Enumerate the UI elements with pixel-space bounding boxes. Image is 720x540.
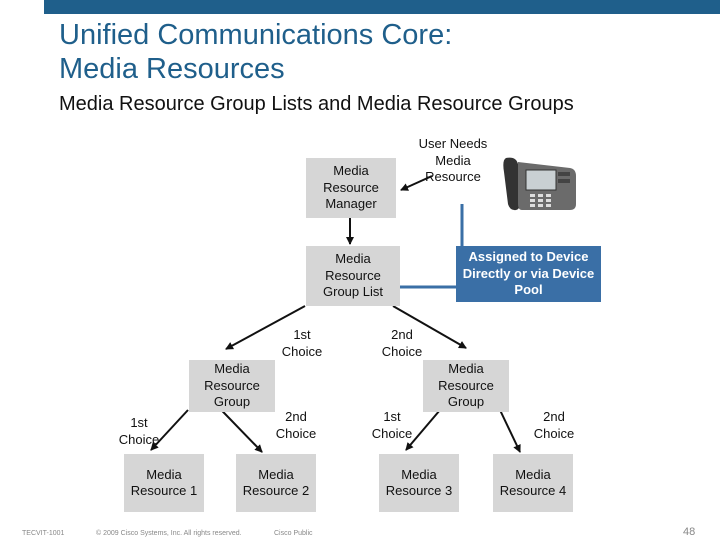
media-resource-group-list-box: Media Resource Group List bbox=[306, 246, 400, 306]
left-second-choice-label: 2nd Choice bbox=[275, 409, 317, 441]
user-needs-label: User Needs Media Resource bbox=[418, 136, 488, 184]
mr3-label: Media Resource 3 bbox=[385, 466, 453, 499]
title-line-2: Media Resources bbox=[59, 53, 285, 85]
arrow-group-right-to-mr3 bbox=[405, 409, 441, 451]
second-choice-label: 2nd Choice bbox=[381, 327, 423, 359]
mr4-label: Media Resource 4 bbox=[499, 466, 567, 499]
media-resource-1-box: Media Resource 1 bbox=[124, 454, 204, 512]
media-resource-manager-box: Media Resource Manager bbox=[306, 158, 396, 218]
arrow-list-to-group-right bbox=[392, 305, 467, 349]
media-resource-2-box: Media Resource 2 bbox=[236, 454, 316, 512]
arrow-user-to-manager bbox=[400, 175, 433, 191]
right-second-choice-label: 2nd Choice bbox=[533, 409, 575, 441]
group-right-label: Media Resource Group bbox=[438, 361, 494, 410]
right-first-choice-label: 1st Choice bbox=[371, 409, 413, 441]
top-bar-gap bbox=[0, 0, 44, 14]
slide-title: Unified Communications Core: Media Resou… bbox=[59, 18, 679, 86]
media-resource-4-box: Media Resource 4 bbox=[493, 454, 573, 512]
media-resource-group-left-box: Media Resource Group bbox=[189, 360, 275, 412]
list-label: Media Resource Group List bbox=[323, 251, 383, 300]
title-line-1: Unified Communications Core: bbox=[59, 19, 453, 51]
assigned-label: Assigned to Device Directly or via Devic… bbox=[462, 249, 595, 298]
footer-course: TECVIT-1001 bbox=[22, 530, 65, 537]
ip-phone-icon bbox=[503, 157, 576, 211]
arrow-list-to-group-left bbox=[225, 305, 306, 350]
arrow-group-right-to-mr4 bbox=[499, 409, 521, 453]
arrow-group-left-to-mr1 bbox=[150, 409, 189, 451]
manager-label: Media Resource Manager bbox=[323, 163, 379, 212]
first-choice-label: 1st Choice bbox=[281, 327, 323, 359]
mr2-label: Media Resource 2 bbox=[242, 466, 310, 499]
assigned-box: Assigned to Device Directly or via Devic… bbox=[456, 246, 601, 302]
footer-copyright: © 2009 Cisco Systems, Inc. All rights re… bbox=[96, 530, 242, 537]
group-left-label: Media Resource Group bbox=[204, 361, 260, 410]
page-number: 48 bbox=[683, 526, 696, 538]
slide-subtitle: Media Resource Group Lists and Media Res… bbox=[59, 93, 574, 115]
media-resource-3-box: Media Resource 3 bbox=[379, 454, 459, 512]
top-bar bbox=[0, 0, 720, 14]
left-first-choice-label: 1st Choice bbox=[118, 415, 160, 447]
media-resource-group-right-box: Media Resource Group bbox=[423, 360, 509, 412]
mr1-label: Media Resource 1 bbox=[130, 466, 198, 499]
footer-classification: Cisco Public bbox=[274, 530, 313, 537]
